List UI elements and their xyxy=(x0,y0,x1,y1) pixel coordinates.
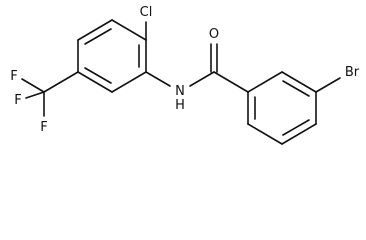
double-bond-inner xyxy=(84,28,112,45)
double-bond-inner xyxy=(282,80,310,97)
double-bond-inner xyxy=(84,67,112,84)
bond xyxy=(77,19,113,41)
atom-fluorine-bottom: F xyxy=(40,120,47,135)
bond xyxy=(281,71,317,93)
bond xyxy=(281,123,317,145)
molecule-diagram: Cl F F F N H O Br xyxy=(10,5,360,145)
bond-c-f xyxy=(21,78,45,93)
atom-fluorine-left: F xyxy=(14,93,21,108)
bond xyxy=(247,123,283,145)
bond-ring-cf3 xyxy=(43,71,79,93)
structure-canvas: Cl F F F N H O Br xyxy=(10,5,360,145)
atom-nitrogen: N xyxy=(175,84,185,99)
atom-hydrogen: H xyxy=(175,98,185,113)
bond-c-f xyxy=(25,91,45,99)
right-benzene-ring xyxy=(247,71,317,145)
bond xyxy=(111,71,147,93)
bond xyxy=(111,19,147,41)
double-bond-inner xyxy=(282,119,310,136)
bond-carbonyl-ring xyxy=(213,71,249,93)
atom-oxygen: O xyxy=(209,27,219,42)
bond-ring-n xyxy=(145,71,171,87)
atom-bromine: Br xyxy=(345,65,360,80)
bond-n-carbonyl xyxy=(189,71,215,87)
bond xyxy=(77,71,113,93)
bond-c-br xyxy=(315,77,341,93)
atom-chlorine: Cl xyxy=(140,5,153,20)
left-benzene-ring xyxy=(77,19,147,93)
bond xyxy=(247,71,283,93)
atom-fluorine-top: F xyxy=(10,69,17,84)
